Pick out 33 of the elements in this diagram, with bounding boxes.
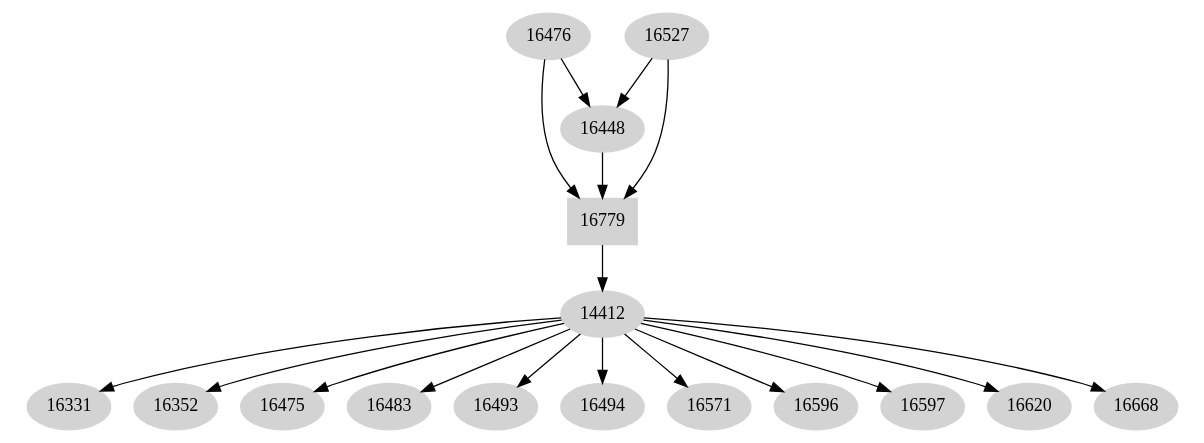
- node-ellipse: 16331: [26, 382, 111, 431]
- arrow: [596, 151, 608, 201]
- node-ellipse: 16668: [1093, 382, 1178, 431]
- node-ellipse: 16571: [666, 382, 752, 431]
- node-ellipse: 16483: [346, 382, 431, 431]
- node-ellipse: 16597: [879, 382, 965, 431]
- node-ellipse: 16475: [239, 382, 325, 431]
- node-ellipse: 14412: [559, 290, 645, 338]
- node-ellipse: 16596: [773, 382, 858, 431]
- node-ellipse: 16493: [452, 382, 538, 431]
- arrow: [642, 319, 1000, 392]
- arrow: [98, 317, 562, 392]
- arrow: [596, 244, 608, 293]
- arrow: [419, 328, 571, 393]
- arrow: [623, 333, 689, 388]
- arrow: [312, 322, 565, 393]
- node-box: 16779: [566, 197, 638, 246]
- node-ellipse: 16494: [559, 382, 645, 431]
- arrow: [615, 57, 653, 109]
- arrow: [540, 58, 580, 200]
- arrow: [559, 57, 591, 108]
- node-ellipse: 16527: [623, 12, 709, 61]
- arrow: [515, 333, 581, 388]
- node-ellipse: 16448: [559, 105, 645, 153]
- node-ellipse: 16620: [986, 382, 1072, 431]
- arrow: [639, 322, 892, 393]
- node-ellipse: 16476: [505, 12, 591, 61]
- arrow: [204, 319, 562, 392]
- arrow: [633, 328, 785, 393]
- arrow: [622, 58, 669, 200]
- node-ellipse: 16352: [132, 382, 218, 431]
- arrow: [642, 317, 1106, 392]
- arrow: [596, 336, 608, 386]
